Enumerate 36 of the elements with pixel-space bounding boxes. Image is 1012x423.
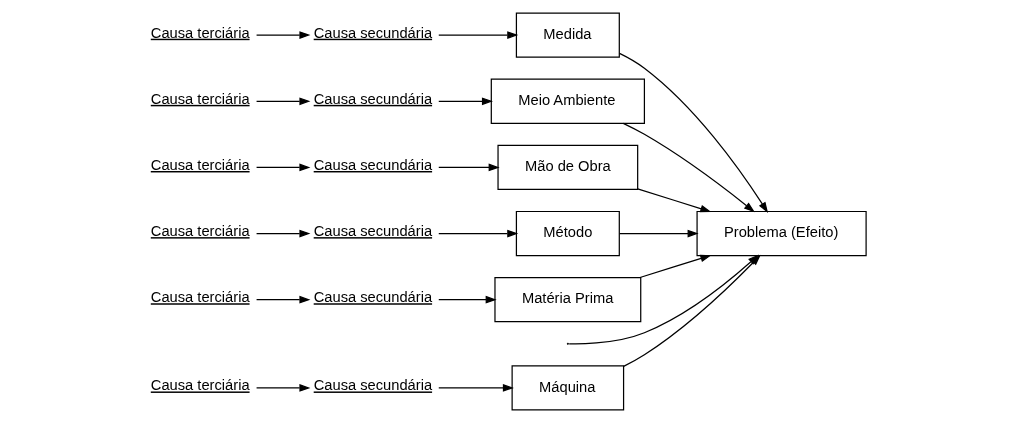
arrow — [255, 31, 311, 39]
arrow — [438, 229, 519, 238]
arrow — [255, 229, 311, 238]
arrow — [438, 97, 493, 106]
node-box: Máquina — [511, 365, 625, 411]
node-text: Causa terciária — [150, 90, 250, 107]
arrow — [438, 295, 497, 304]
arrow — [438, 163, 500, 172]
arrow — [255, 384, 311, 392]
node-box: Medida — [515, 12, 620, 58]
node-text: Causa secundária — [313, 289, 433, 306]
node-text: Causa terciária — [150, 289, 250, 306]
arrow — [639, 254, 712, 279]
node-text: Causa terciária — [150, 24, 250, 41]
node-text: Causa terciária — [150, 377, 250, 394]
node-box: Matéria Prima — [494, 277, 642, 323]
node-text: Causa terciária — [150, 223, 250, 240]
arrow — [255, 163, 311, 172]
node-box: Mão de Obra — [497, 144, 639, 191]
arrow — [438, 384, 514, 392]
node-box: Método — [515, 210, 620, 257]
node-box: Meio Ambiente — [490, 78, 645, 124]
node-text: Causa secundária — [313, 24, 433, 41]
node-text: Causa secundária — [313, 156, 433, 173]
arrow — [438, 31, 519, 39]
arrow — [619, 229, 699, 238]
arrow — [255, 97, 311, 106]
arrow — [637, 188, 712, 213]
arrow — [618, 52, 769, 213]
arrow — [255, 295, 311, 304]
arrow — [622, 122, 755, 213]
node-text: Causa secundária — [313, 90, 433, 107]
node-text: Causa secundária — [313, 223, 433, 240]
node-box: Problema (Efeito) — [696, 210, 867, 257]
node-text: Causa terciária — [150, 156, 250, 173]
node-text: Causa secundária — [313, 377, 433, 394]
